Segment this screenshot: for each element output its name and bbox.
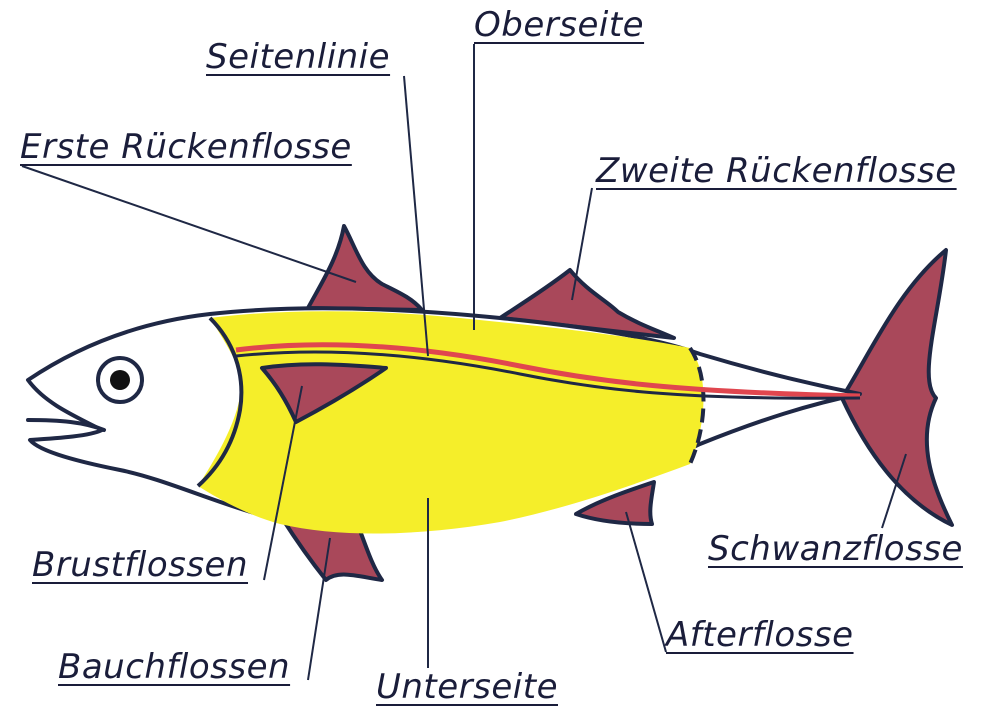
label-unterseite: Unterseite	[376, 668, 558, 706]
label-schwanzflosse: Schwanzflosse	[708, 530, 963, 568]
leader-afterflosse	[626, 512, 666, 652]
label-brustflossen: Brustflossen	[32, 546, 248, 584]
first-dorsal-fin	[308, 226, 422, 310]
leader-erste-rueckenflosse	[22, 166, 356, 282]
label-afterflosse: Afterflosse	[666, 616, 854, 654]
label-seitenlinie: Seitenlinie	[206, 38, 390, 76]
label-bauchflossen: Bauchflossen	[58, 648, 290, 686]
pupil	[110, 370, 130, 390]
label-oberseite: Oberseite	[474, 6, 644, 44]
label-erste-rueckenflosse: Erste Rückenflosse	[20, 128, 352, 166]
label-zweite-rueckenflosse: Zweite Rückenflosse	[596, 152, 957, 190]
